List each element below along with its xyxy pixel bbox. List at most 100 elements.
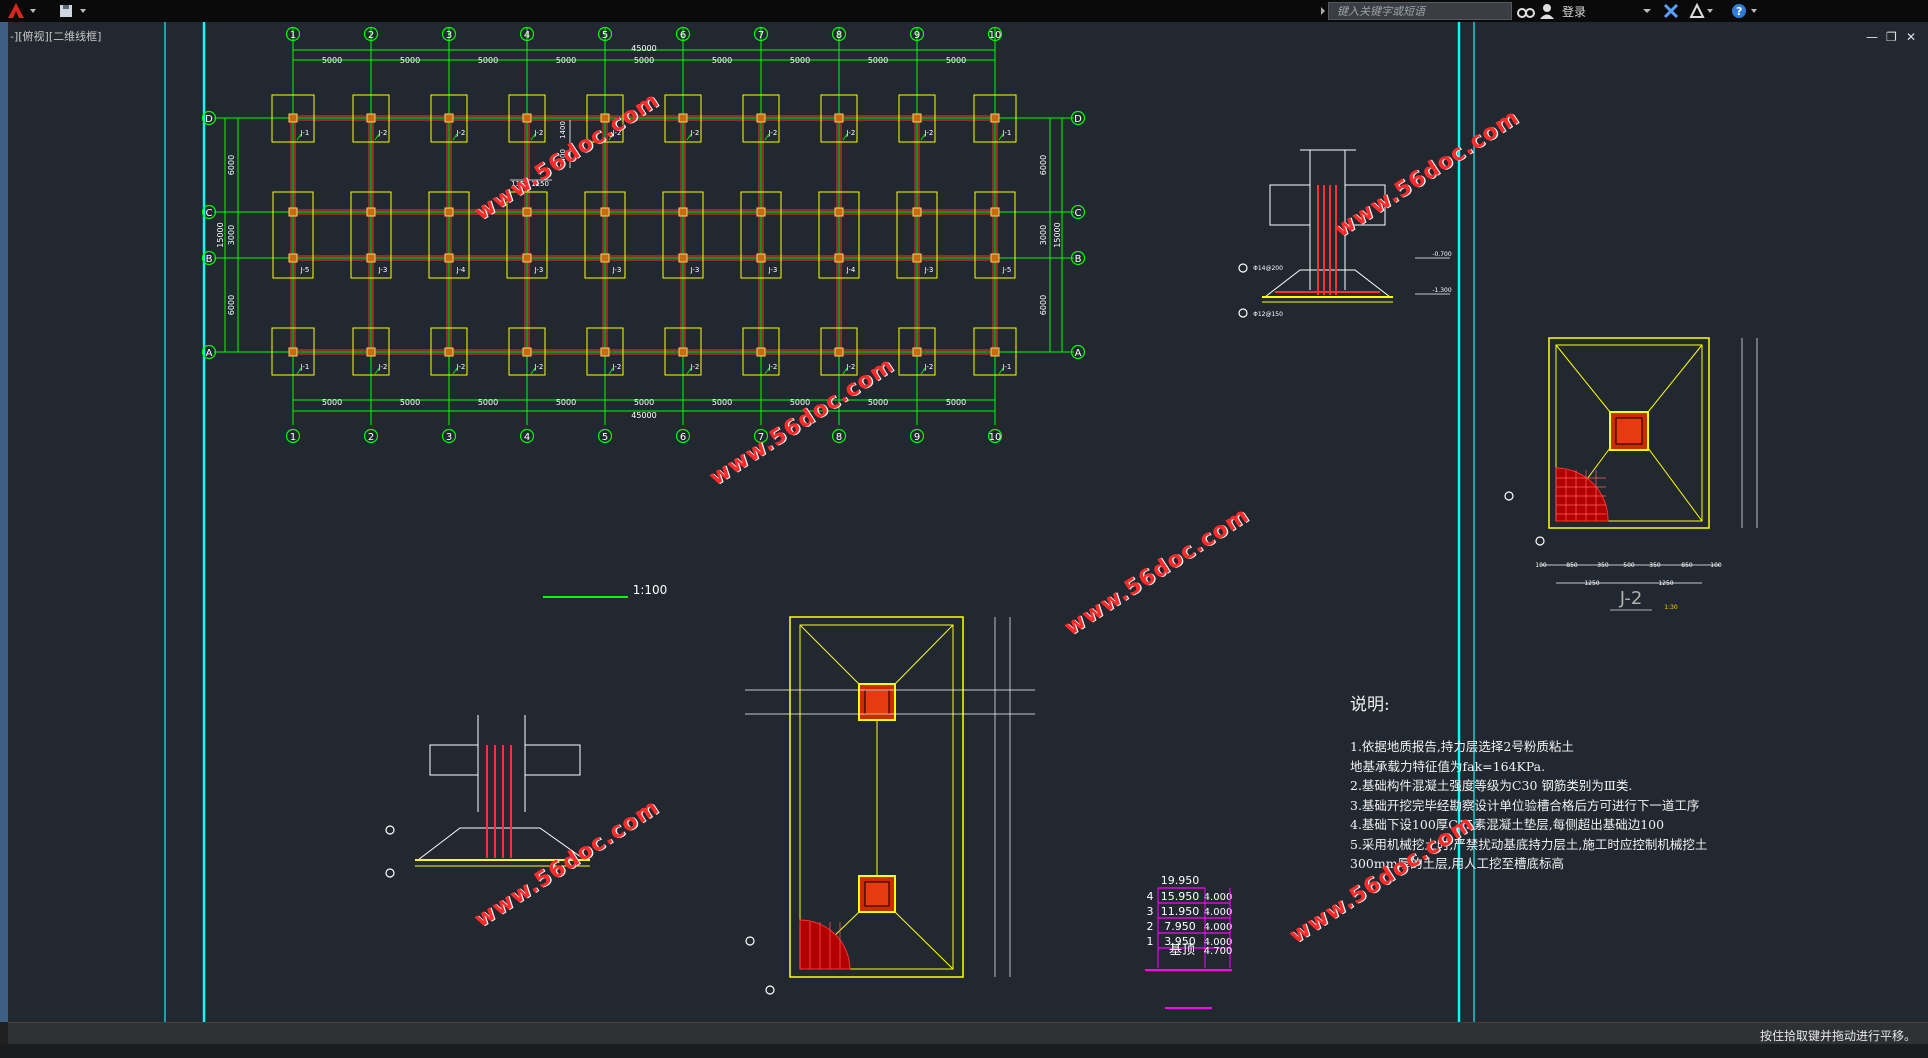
binoculars-icon[interactable] bbox=[1516, 0, 1536, 22]
close-icon[interactable]: ✕ bbox=[1906, 30, 1917, 44]
user-icon[interactable] bbox=[1538, 0, 1556, 22]
column bbox=[522, 253, 532, 263]
note-line-3: 2.基础构件混凝土强度等级为C30 钢筋类别为Ⅲ类. bbox=[1350, 778, 1633, 793]
help-icon[interactable]: ? bbox=[1728, 0, 1762, 22]
footing-outline bbox=[662, 191, 704, 279]
dimension-text: 1250 bbox=[1658, 580, 1673, 587]
footing-outline bbox=[352, 327, 390, 376]
grid-bubble-label: 4 bbox=[524, 30, 530, 41]
grid-bubble bbox=[441, 26, 457, 42]
footing-outline bbox=[664, 327, 702, 376]
note-line-2: 地基承载力特征值为fak=164KPa. bbox=[1350, 758, 1546, 774]
column bbox=[600, 347, 610, 357]
level-floor-no: 1 bbox=[1147, 935, 1154, 948]
footing-outline bbox=[896, 191, 938, 279]
footing-plan-outline bbox=[799, 624, 954, 970]
dimension-total-text: 45000 bbox=[631, 411, 656, 420]
rebar-hatch bbox=[1555, 467, 1609, 522]
dimension-text: 5000 bbox=[790, 398, 810, 407]
dimension-text: 350 bbox=[1649, 562, 1661, 569]
plan-scale-label: 1:100 bbox=[633, 583, 668, 597]
footing-outline bbox=[586, 327, 624, 376]
footing-label: J-1 bbox=[1002, 129, 1012, 137]
leader-line bbox=[452, 367, 458, 375]
grid-bubble bbox=[987, 26, 1003, 42]
dimension-text: 1400 bbox=[559, 149, 567, 167]
column bbox=[366, 347, 376, 357]
search-input[interactable]: 键入关键字或短语 bbox=[1328, 2, 1512, 20]
column bbox=[834, 253, 844, 263]
footing-label: J-3 bbox=[534, 266, 544, 274]
dimension-text: 5000 bbox=[712, 398, 732, 407]
grid-bubble-label: D bbox=[205, 114, 213, 125]
column bbox=[678, 347, 688, 357]
footing-label: J-3 bbox=[690, 266, 700, 274]
dimension-text: 1400 bbox=[559, 121, 567, 139]
grid-bubble-label: 1 bbox=[290, 432, 296, 443]
leader-line bbox=[530, 367, 536, 375]
dimension-text: 850 bbox=[1566, 562, 1578, 569]
grid-bubble bbox=[909, 26, 925, 42]
grid-bubble bbox=[1070, 204, 1086, 220]
grid-bubble-label: 8 bbox=[836, 30, 842, 41]
footing-outline bbox=[818, 191, 860, 279]
column bbox=[912, 113, 922, 123]
column bbox=[288, 253, 298, 263]
level-height: 4.000 bbox=[1204, 922, 1233, 933]
a360-icon[interactable] bbox=[1686, 0, 1716, 22]
footing-outline bbox=[820, 94, 858, 143]
dimension-text: 350 bbox=[1597, 562, 1609, 569]
level-height: 4.000 bbox=[1204, 907, 1233, 918]
dimension-text: 5000 bbox=[322, 56, 342, 65]
footing-label: J-2 bbox=[378, 129, 388, 137]
dimension-text: 1150 bbox=[531, 180, 549, 188]
leader-line bbox=[530, 133, 536, 141]
column bbox=[834, 347, 844, 357]
level-value: 19.950 bbox=[1161, 874, 1200, 887]
grid-bubble bbox=[597, 428, 613, 444]
leader-line bbox=[998, 133, 1004, 141]
quick-access-button[interactable] bbox=[54, 0, 94, 22]
column bbox=[366, 253, 376, 263]
grid-bubble-label: B bbox=[206, 254, 213, 265]
leader-line bbox=[374, 367, 380, 375]
column bbox=[366, 113, 376, 123]
footing-label: J-3 bbox=[768, 266, 778, 274]
rebar-text: Φ14@200 bbox=[1253, 265, 1283, 272]
dimension-total-text: 15000 bbox=[216, 222, 225, 247]
level-floor-no: 3 bbox=[1147, 905, 1154, 918]
column bbox=[444, 207, 454, 217]
column bbox=[600, 113, 610, 123]
viewport-controls-label[interactable]: -][俯视][二维线框] bbox=[10, 30, 102, 43]
search-expand-icon[interactable] bbox=[1318, 0, 1328, 22]
footing-outline bbox=[271, 94, 315, 143]
restore-icon[interactable]: ❐ bbox=[1886, 30, 1897, 44]
footing-label: J-2 bbox=[690, 129, 700, 137]
application-menu-button[interactable] bbox=[0, 0, 40, 22]
note-line-7: 300mm厚的土层,用人工挖至槽底标高 bbox=[1350, 856, 1565, 871]
footing-outline bbox=[742, 327, 780, 376]
footing-slope-line bbox=[894, 624, 954, 685]
footing-label: J-2 bbox=[690, 363, 700, 371]
footing-outline bbox=[742, 94, 780, 143]
grid-bubble bbox=[285, 428, 301, 444]
minimize-icon[interactable]: — bbox=[1866, 30, 1878, 44]
login-dropdown-icon[interactable] bbox=[1640, 0, 1654, 22]
footing-slope-line bbox=[1647, 344, 1703, 413]
grid-bubble bbox=[201, 110, 217, 126]
grid-bubble-label: A bbox=[206, 348, 213, 359]
grid-bubble bbox=[1070, 110, 1086, 126]
status-bar: 按住拾取键并拖动进行平移。 bbox=[8, 1022, 1928, 1045]
level-value: 15.950 bbox=[1161, 890, 1200, 903]
dimension-total-text: 45000 bbox=[631, 44, 656, 53]
leader-line bbox=[920, 133, 926, 141]
column bbox=[678, 253, 688, 263]
footing-label: J-2 bbox=[846, 129, 856, 137]
dimension-text: 6000 bbox=[1039, 155, 1048, 175]
dimension-text: 5000 bbox=[946, 56, 966, 65]
login-link[interactable]: 登录 bbox=[1562, 5, 1587, 19]
grid-bubble bbox=[363, 428, 379, 444]
exchange-icon[interactable] bbox=[1660, 0, 1682, 22]
